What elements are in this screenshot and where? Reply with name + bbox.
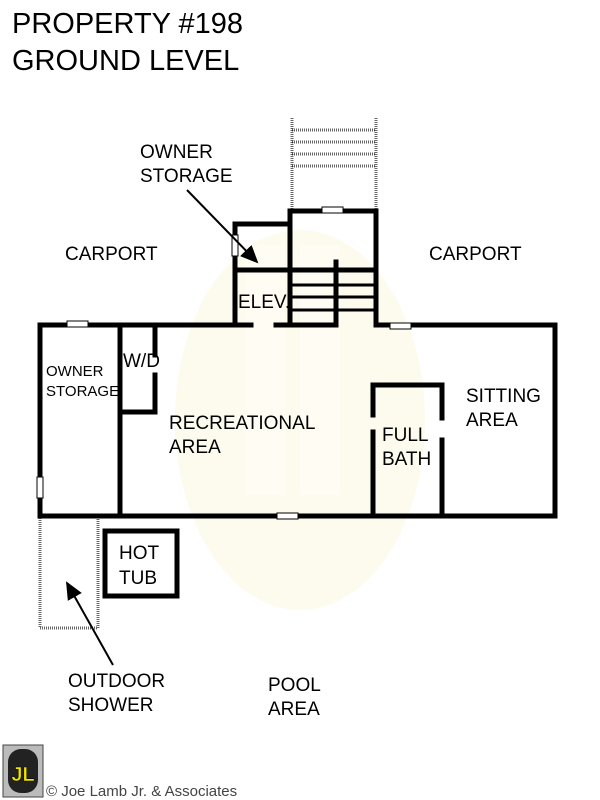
label-owner-storage-top-1: OWNER [140, 142, 213, 163]
title-line-2: GROUND LEVEL [12, 45, 239, 77]
label-owner-storage-left-1: OWNER [46, 363, 104, 380]
label-wd: W/D [123, 351, 160, 372]
label-pool-1: POOL [268, 675, 321, 696]
label-owner-storage-top-2: STORAGE [140, 166, 233, 187]
copyright-text: © Joe Lamb Jr. & Associates [46, 783, 237, 800]
jl-logo-icon: JL [2, 744, 44, 798]
exterior-stairs [290, 118, 378, 211]
windows [36, 206, 412, 520]
logo-text: JL [11, 764, 34, 786]
label-full-bath-1: FULL [382, 425, 428, 446]
owner-storage-arrow-icon [186, 189, 259, 264]
label-full-bath-2: BATH [382, 449, 431, 470]
label-elevator: ELEV. [238, 292, 290, 313]
label-owner-storage-left-2: STORAGE [46, 383, 119, 400]
label-recreational-2: AREA [169, 437, 221, 458]
label-outdoor-shower-1: OUTDOOR [68, 671, 165, 692]
outdoor-shower-arrow-icon [66, 581, 114, 666]
label-outdoor-shower-2: SHOWER [68, 695, 154, 716]
label-carport-right: CARPORT [429, 244, 522, 265]
label-recreational-1: RECREATIONAL [169, 413, 315, 434]
label-carport-left: CARPORT [65, 244, 158, 265]
walls [37, 208, 558, 519]
label-sitting-2: AREA [466, 410, 518, 431]
outdoor-shower-outline [38, 518, 100, 630]
label-hot-tub-2: TUB [119, 568, 157, 589]
label-pool-2: AREA [268, 699, 320, 720]
label-hot-tub-1: HOT [119, 543, 160, 564]
label-sitting-1: SITTING [466, 386, 541, 407]
hot-tub [102, 528, 180, 599]
title-line-1: PROPERTY #198 [12, 8, 243, 40]
